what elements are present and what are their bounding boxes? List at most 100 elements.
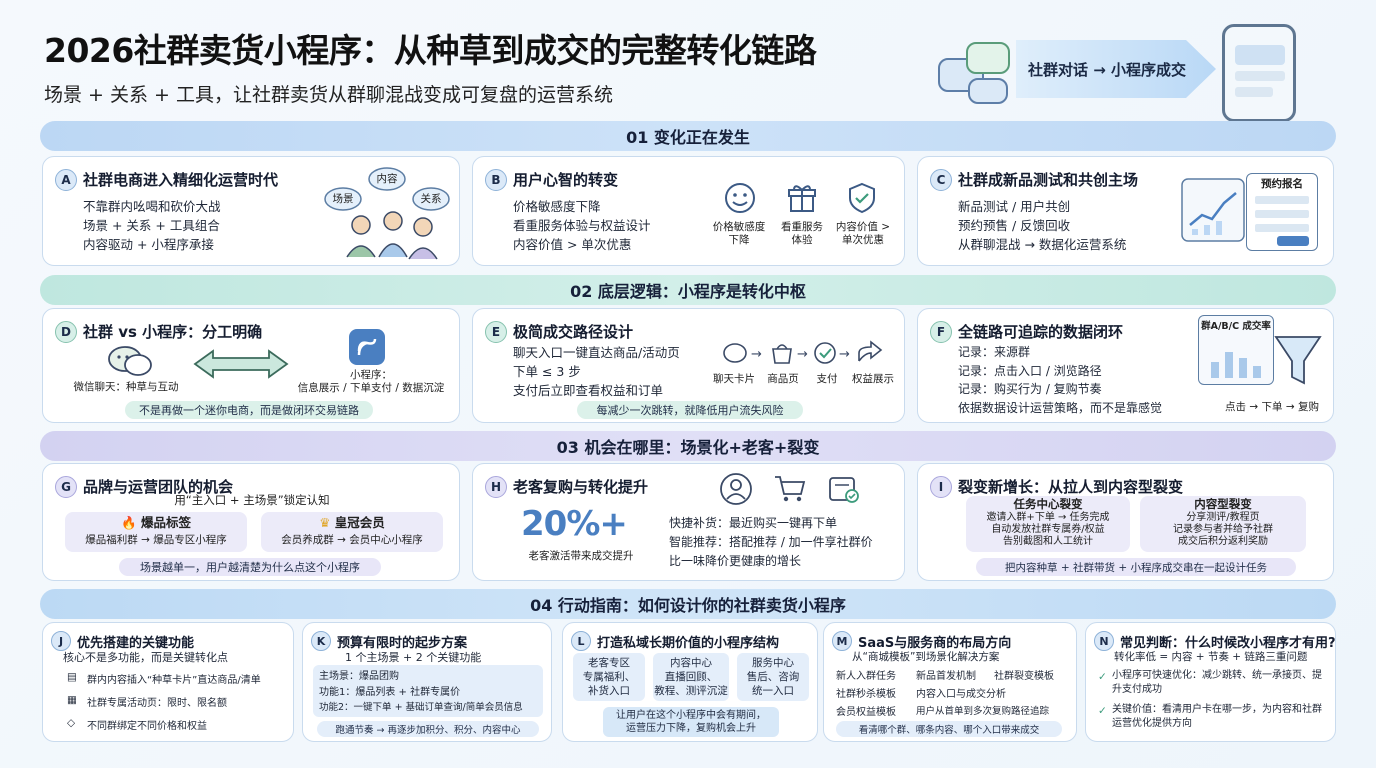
conversion-chart: 群A/B/C 成交率: [1198, 315, 1274, 385]
card-line: 依据数据设计运营策略，而不是靠感觉: [958, 400, 1163, 415]
bubble-label: 内容: [376, 173, 398, 185]
hero-illustration: 社群对话 → 小程序成交: [930, 22, 1296, 122]
list-item: 社群专属活动页：限时、限名额: [87, 698, 227, 709]
card-line: 不靠群内吆喝和砍价大战: [83, 199, 221, 214]
card-title: 常见判断：什么时候改小程序才有用?: [1120, 636, 1336, 651]
cart-icon: [775, 476, 806, 502]
card-badge: D: [55, 321, 77, 343]
check-icon: ✓: [1098, 705, 1107, 717]
card-c: C 社群成新品测试和共创主场 新品测试 / 用户共创 预约预售 / 反馈回收 从…: [917, 156, 1334, 266]
card-line: 智能推荐：搭配推荐 / 加一件享社群价: [669, 535, 873, 549]
card-h: H 老客复购与转化提升 20%+ 老客激活带来成交提升 快捷补货：最近购买一键再…: [472, 463, 905, 581]
card-note: 看清哪个群、哪条内容、哪个入口带来成交: [836, 721, 1062, 737]
list-item: 主场景：爆品团购: [319, 671, 399, 682]
plan-box: 主场景：爆品团购 功能1：爆品列表 + 社群专属价 功能2：一键下单 + 基础订…: [313, 665, 543, 717]
structure-box: 老客专区 专属福利、 补货入口: [573, 653, 645, 701]
card-line: 看重服务体验与权益设计: [513, 218, 651, 233]
icon-caption: 看重服务 体验: [781, 221, 823, 246]
card-badge: L: [571, 631, 591, 651]
miniprogram-icon: [349, 329, 385, 365]
grid-item: 会员权益模板: [836, 707, 896, 718]
page-title: 2026社群卖货小程序：从种草到成交的完整转化链路: [44, 31, 817, 70]
card-title: 品牌与运营团队的机会: [83, 478, 234, 496]
structure-box: 服务中心 售后、咨询 统一入口: [737, 653, 809, 701]
funnel-label: 点击 → 下单 → 复购: [1225, 401, 1319, 413]
hero-arrow: 社群对话 → 小程序成交: [1016, 40, 1216, 98]
card-title: 打造私域长期价值的小程序结构: [597, 636, 780, 651]
svg-text:→: →: [839, 347, 850, 362]
grid-item: 社群裂变模板: [994, 671, 1054, 682]
card-badge: H: [485, 476, 507, 498]
check-icon: ✓: [1098, 671, 1107, 683]
box-title: 内容型裂变: [1194, 497, 1252, 511]
shield-check-icon: [849, 182, 875, 214]
card-title: 老客复购与转化提升: [513, 478, 649, 496]
chart-title: 群A/B/C 成交率: [1201, 321, 1271, 332]
card-g: G 品牌与运营团队的机会 用“主入口 + 主场景”锁定认知 🔥 爆品标签 爆品福…: [42, 463, 460, 581]
box-line: 记录参与者并给予社群: [1173, 524, 1273, 535]
step-label: 聊天卡片: [713, 373, 755, 385]
fire-icon: 🔥: [121, 515, 137, 530]
box-title: 任务中心裂变: [1013, 497, 1083, 511]
grid-item: 新人入群任务: [836, 671, 896, 682]
funnel-icon: [1274, 336, 1322, 385]
hero-label: 社群对话 → 小程序成交: [1028, 60, 1187, 79]
flow-icons: → → →: [723, 340, 883, 364]
big-stat-caption: 老客激活带来成交提升: [528, 550, 634, 562]
card-f: F 全链路可追踪的数据闭环 记录：来源群 记录：点击入口 / 浏览路径 记录：购…: [917, 308, 1334, 423]
card-n: N 常见判断：什么时候改小程序才有用? 转化率低 = 内容 + 节奏 + 链路三…: [1085, 622, 1336, 742]
card-line: 内容驱动 + 小程序承接: [83, 237, 214, 252]
crown-member-box: ♛ 皇冠会员 会员养成群 → 会员中心小程序: [261, 512, 443, 552]
grid-item: 内容入口与成交分析: [916, 689, 1006, 700]
card-line: 从群聊混战 → 数据化运营系统: [958, 237, 1127, 252]
card-m: M SaaS与服务商的布局方向 从“商城模板”到场景化解决方案 新人入群任务 新…: [823, 622, 1077, 742]
list-item: 群内内容插入“种草卡片”直达商品/清单: [87, 675, 261, 686]
icon-caption: 内容价值 > 单次优惠: [835, 221, 891, 246]
step-label: 权益展示: [852, 373, 894, 385]
card-line: 记录：购买行为 / 复购节奏: [958, 382, 1102, 396]
card-e: E 极简成交路径设计 聊天入口一键直达商品/活动页 下单 ≤ 3 步 支付后立即…: [472, 308, 905, 423]
card-line: 价格敏感度下降: [513, 199, 601, 214]
task-fission-box: 任务中心裂变 邀请入群+下单 → 任务完成 自动发放社群专属券/权益 告别截图和…: [966, 496, 1130, 552]
page-subtitle: 场景 + 关系 + 工具，让社群卖货从群聊混战变成可复盘的运营系统: [44, 84, 613, 106]
card-note: 把内容种草 + 社群带货 + 小程序成交串在一起设计任务: [976, 558, 1296, 576]
phone-icon: [1222, 24, 1296, 122]
card-note: 跑通节奏 → 再逐步加积分、积分、内容中心: [317, 721, 539, 737]
card-line: 聊天入口一键直达商品/活动页: [513, 345, 680, 360]
card-title: 预算有限时的起步方案: [337, 636, 468, 651]
list-item: 不同群绑定不同价格和权益: [87, 721, 207, 732]
card-title: SaaS与服务商的布局方向: [858, 636, 1012, 651]
box-line: 自动发放社群专属券/权益: [991, 524, 1105, 535]
section-header-01: 01 变化正在发生: [40, 121, 1336, 151]
card-line: 记录：点击入口 / 浏览路径: [958, 363, 1102, 378]
structure-box: 内容中心 直播回顾、 教程、测评沉淀: [653, 653, 729, 701]
grid-item: 用户从首单到多次复购路径追踪: [916, 706, 1050, 717]
svg-text:→: →: [797, 347, 808, 362]
card-note: 场景越单一，用户越清楚为什么点这个小程序: [119, 558, 381, 576]
card-sub: 1 个主场景 + 2 个关键功能: [345, 651, 482, 664]
card-line: 支付后立即查看权益和订单: [513, 383, 664, 398]
card-badge: E: [485, 321, 507, 343]
list-item: 关键价值：看清用户卡在哪一步，为内容和社群运营优化提供方向: [1112, 704, 1322, 729]
box-line: 邀请入群+下单 → 任务完成: [986, 512, 1110, 523]
card-title: 裂变新增长：从拉人到内容型裂变: [958, 478, 1184, 496]
doc-icon: ▤: [67, 671, 77, 683]
coupon-icon: [829, 477, 859, 503]
card-badge: J: [51, 631, 71, 651]
box-title: 爆品标签: [140, 515, 191, 530]
card-line: 新品测试 / 用户共创: [958, 199, 1071, 214]
card-badge: K: [311, 631, 331, 651]
card-badge: C: [930, 169, 952, 191]
card-title: 社群成新品测试和共创主场: [958, 171, 1139, 189]
card-sub: 核心不是多功能，而是关键转化点: [63, 651, 228, 664]
card-line: 内容价值 > 单次优惠: [513, 237, 632, 252]
user-avatar-icon: [720, 473, 752, 505]
gift-icon: [788, 185, 816, 212]
calendar-icon: ▦: [67, 694, 77, 706]
card-title: 社群 vs 小程序：分工明确: [83, 323, 263, 341]
form-title: 预约报名: [1261, 178, 1303, 190]
wechat-chat-icon: [108, 346, 152, 376]
bubble-label: 关系: [420, 193, 442, 205]
reservation-form: 预约报名: [1246, 173, 1318, 251]
card-a: A 社群电商进入精细化运营时代 不靠群内吆喝和砍价大战 场景 + 关系 + 工具…: [42, 156, 460, 266]
